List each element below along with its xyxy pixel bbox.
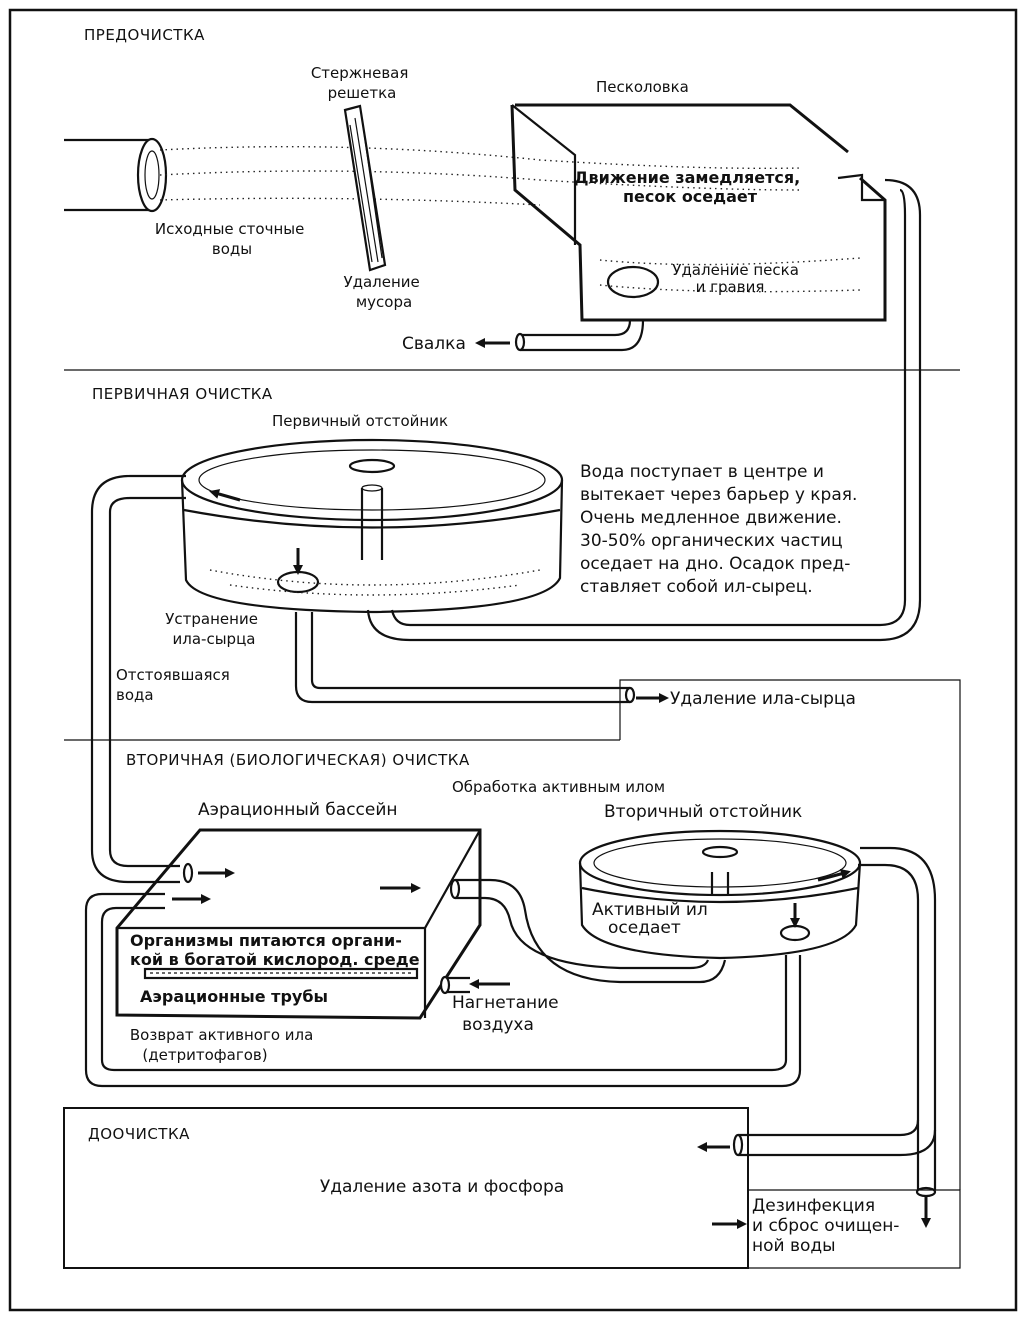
return-sludge-label: Возврат активного ила (детритофагов): [130, 1026, 318, 1064]
section-title-tertiary: ДООЧИСТКА: [88, 1125, 190, 1143]
raw-sludge-box: [619, 679, 961, 1190]
raw-sewage-label: Исходные сточные воды: [155, 220, 309, 258]
section-title-pretreatment: ПРЕДОЧИСТКА: [84, 26, 205, 44]
tertiary-box: [63, 1107, 749, 1269]
organisms-note: Организмы питаются органи- кой в богатой…: [130, 931, 420, 969]
activated-sludge-label: Обработка активным илом: [452, 778, 665, 796]
grit-chamber: [510, 103, 887, 322]
disinfection-label: Дезинфекция и сброс очищен- ной воды: [752, 1196, 905, 1256]
debris-removal-label: Удаление мусора: [343, 273, 424, 311]
bar-screen-label: Стержневая решетка: [311, 64, 413, 102]
primary-flow-arrow: [209, 489, 241, 502]
secondary-clarifier: [578, 829, 862, 960]
grit-discharge-pipe: [520, 319, 645, 352]
grit-to-primary-pipe: [366, 178, 922, 642]
bar-screen: [343, 104, 387, 272]
raw-sludge-removal-label: Удаление ила-сырца: [670, 689, 856, 709]
settled-water-label: Отстоявшаяся вода: [116, 666, 235, 704]
sludge-settles-label: Активный ил оседает: [592, 900, 713, 938]
tertiary-feed-pipe: [738, 1119, 937, 1157]
primary-description: Вода поступает в центре и вытекает через…: [580, 462, 863, 597]
secondary-clarifier-label: Вторичный отстойник: [604, 802, 802, 822]
settled-water-pipe: [90, 474, 186, 884]
grit-settling-note: Движение замедляется, песок оседает: [574, 168, 806, 206]
inlet-pipe: [64, 137, 168, 213]
section-title-secondary: ВТОРИЧНАЯ (БИОЛОГИЧЕСКАЯ) ОЧИСТКА: [126, 751, 470, 769]
sewage-stream: [159, 145, 801, 170]
disinfection-box: [748, 1189, 961, 1269]
section-title-primary: ПЕРВИЧНАЯ ОЧИСТКА: [92, 385, 273, 403]
secondary-flow-arrow: [817, 868, 851, 882]
raw-sludge-pipe: [294, 612, 630, 704]
air-injection-nozzle: [439, 975, 451, 995]
aeration-pipes-label: Аэрационные трубы: [140, 987, 328, 1006]
air-injection-label: Нагнетание воздуха: [452, 993, 564, 1035]
nutrient-removal-label: Удаление азота и фосфора: [320, 1177, 564, 1197]
primary-clarifier-label: Первичный отстойник: [272, 412, 448, 430]
effluent-pipe: [858, 846, 937, 1190]
grit-chamber-label: Песколовка: [596, 78, 689, 96]
diagram-frame: [8, 8, 1018, 1312]
aeration-basin-label: Аэрационный бассейн: [198, 800, 398, 820]
landfill-label: Свалка: [402, 334, 466, 354]
aeration-to-clarifier-pipe: [455, 878, 727, 984]
aeration-basin: [115, 828, 482, 1020]
return-sludge-pipe: [84, 892, 802, 1088]
grit-removal-label: Удаление песка и гравия: [672, 261, 803, 296]
sludge-removal-label: Устранение ила-сырца: [165, 610, 262, 648]
primary-clarifier: [180, 438, 564, 614]
